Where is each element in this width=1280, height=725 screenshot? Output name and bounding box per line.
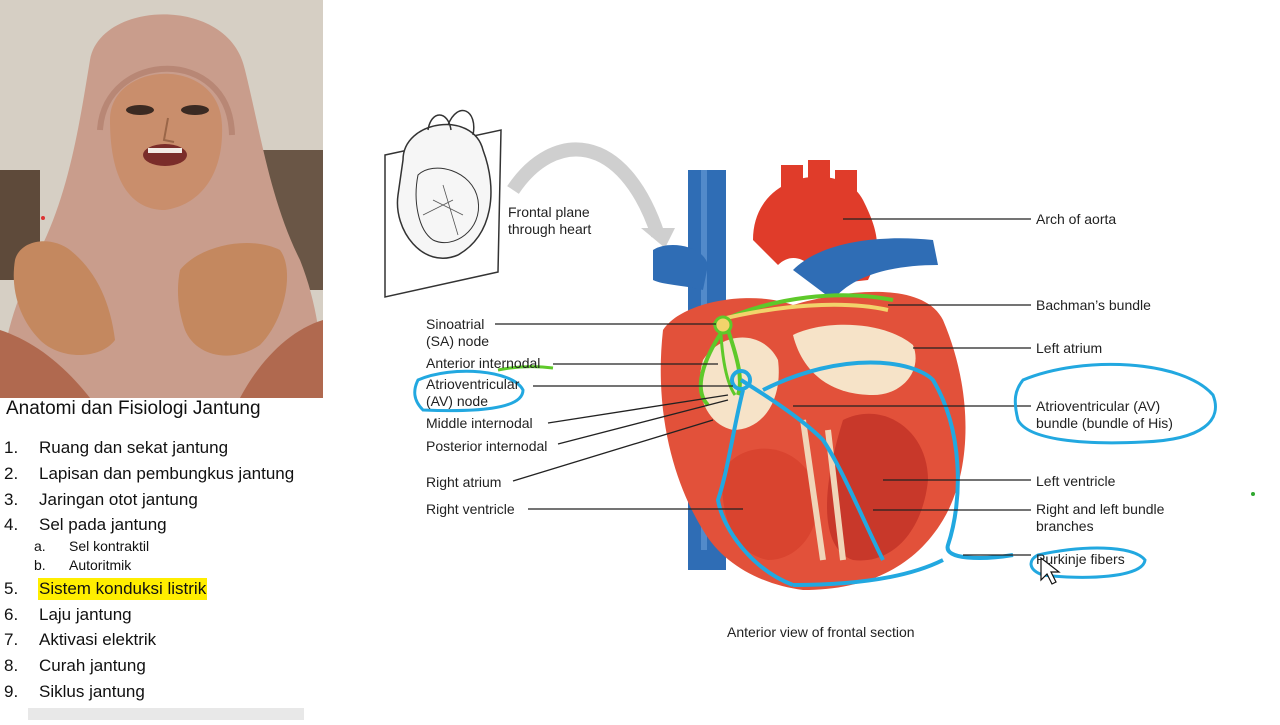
highlighted-topic: Sistem konduksi listrik bbox=[38, 578, 208, 600]
agenda-item-text: Aktivasi elektrik bbox=[39, 630, 157, 649]
agenda-item-number: 1. bbox=[4, 438, 19, 457]
agenda-item-text: Sel pada jantung bbox=[39, 515, 167, 534]
label-bundle-of-his: Atrioventricular (AV) bbox=[1036, 398, 1161, 414]
inset-label: Frontal plane bbox=[508, 204, 590, 220]
agenda-item: 8. Curah jantung bbox=[4, 655, 147, 677]
label-sa-node: Sinoatrial bbox=[426, 316, 485, 332]
label-right-ventricle: Right ventricle bbox=[426, 501, 515, 517]
agenda-item: 4. Sel pada jantung bbox=[4, 514, 168, 536]
agenda-item: 9. Siklus jantung bbox=[4, 681, 146, 703]
agenda-item-number: 7. bbox=[4, 630, 19, 649]
leader-lines-left bbox=[495, 323, 743, 510]
agenda-subitem-text: Autoritmik bbox=[69, 557, 132, 573]
agenda-subitem-letter: b. bbox=[34, 557, 46, 573]
presenter-image bbox=[0, 0, 323, 398]
presenter-webcam bbox=[0, 0, 323, 398]
label-bachmans-bundle: Bachman’s bundle bbox=[1036, 297, 1151, 313]
agenda-title: Anatomi dan Fisiologi Jantung bbox=[6, 398, 261, 419]
agenda-subitem-text: Sel kontraktil bbox=[69, 538, 150, 554]
mouse-cursor-icon bbox=[1040, 556, 1061, 585]
heart-conduction-diagram bbox=[323, 0, 1280, 720]
agenda-item-number: 2. bbox=[4, 464, 19, 483]
label-bundle-of-his: bundle (bundle of His) bbox=[1036, 415, 1173, 431]
agenda-item-text: Laju jantung bbox=[39, 605, 132, 624]
agenda-item: 6. Laju jantung bbox=[4, 604, 133, 626]
agenda-item-highlighted: 5. Sistem konduksi listrik bbox=[4, 578, 208, 600]
agenda-item-number: 6. bbox=[4, 605, 19, 624]
agenda-item: 1. Ruang dan sekat jantung bbox=[4, 437, 229, 459]
agenda-item: 3. Jaringan otot jantung bbox=[4, 489, 199, 511]
label-middle-internodal: Middle internodal bbox=[426, 415, 533, 431]
label-sa-node: (SA) node bbox=[426, 333, 490, 349]
agenda-item-text: Ruang dan sekat jantung bbox=[39, 438, 229, 457]
label-anterior-internodal: Anterior internodal bbox=[426, 355, 541, 371]
heart-illustration bbox=[384, 109, 1217, 590]
label-av-node: (AV) node bbox=[426, 393, 488, 409]
label-left-ventricle: Left ventricle bbox=[1036, 473, 1116, 489]
agenda-item-number: 9. bbox=[4, 682, 19, 701]
pen-dot bbox=[1251, 492, 1255, 496]
label-posterior-internodal: Posterior internodal bbox=[426, 438, 548, 454]
agenda-item-number: 3. bbox=[4, 490, 19, 509]
agenda-item-text: Jaringan otot jantung bbox=[39, 490, 198, 509]
agenda-item: 7. Aktivasi elektrik bbox=[4, 629, 157, 651]
label-left-atrium: Left atrium bbox=[1036, 340, 1103, 356]
diagram-caption: Anterior view of frontal section bbox=[727, 624, 915, 640]
agenda-item-number: 5. bbox=[4, 579, 19, 598]
inset-label: through heart bbox=[508, 221, 592, 237]
agenda-item-number: 8. bbox=[4, 656, 19, 675]
label-purkinje-fibers: Purkinje fibers bbox=[1036, 551, 1125, 567]
horizontal-scrollbar[interactable] bbox=[28, 708, 304, 720]
leader-lines-right bbox=[793, 218, 1031, 556]
label-arch-of-aorta: Arch of aorta bbox=[1036, 211, 1117, 227]
frontal-plane-inset bbox=[384, 109, 502, 298]
agenda-item-number: 4. bbox=[4, 515, 19, 534]
agenda-subitem: b. Autoritmik bbox=[34, 556, 131, 574]
agenda-subitem-letter: a. bbox=[34, 538, 46, 554]
label-bundle-branches: branches bbox=[1036, 518, 1094, 534]
label-bundle-branches: Right and left bundle bbox=[1036, 501, 1165, 517]
agenda-item-text: Siklus jantung bbox=[39, 682, 145, 701]
agenda-subitem: a. Sel kontraktil bbox=[34, 537, 149, 555]
agenda-item: 2. Lapisan dan pembungkus jantung bbox=[4, 463, 295, 485]
agenda-item-text: Curah jantung bbox=[39, 656, 146, 675]
agenda-panel: Anatomi dan Fisiologi Jantung bbox=[0, 398, 323, 720]
label-av-node: Atrioventricular bbox=[426, 376, 520, 392]
label-right-atrium: Right atrium bbox=[426, 474, 502, 490]
agenda-item-text: Lapisan dan pembungkus jantung bbox=[39, 464, 295, 483]
